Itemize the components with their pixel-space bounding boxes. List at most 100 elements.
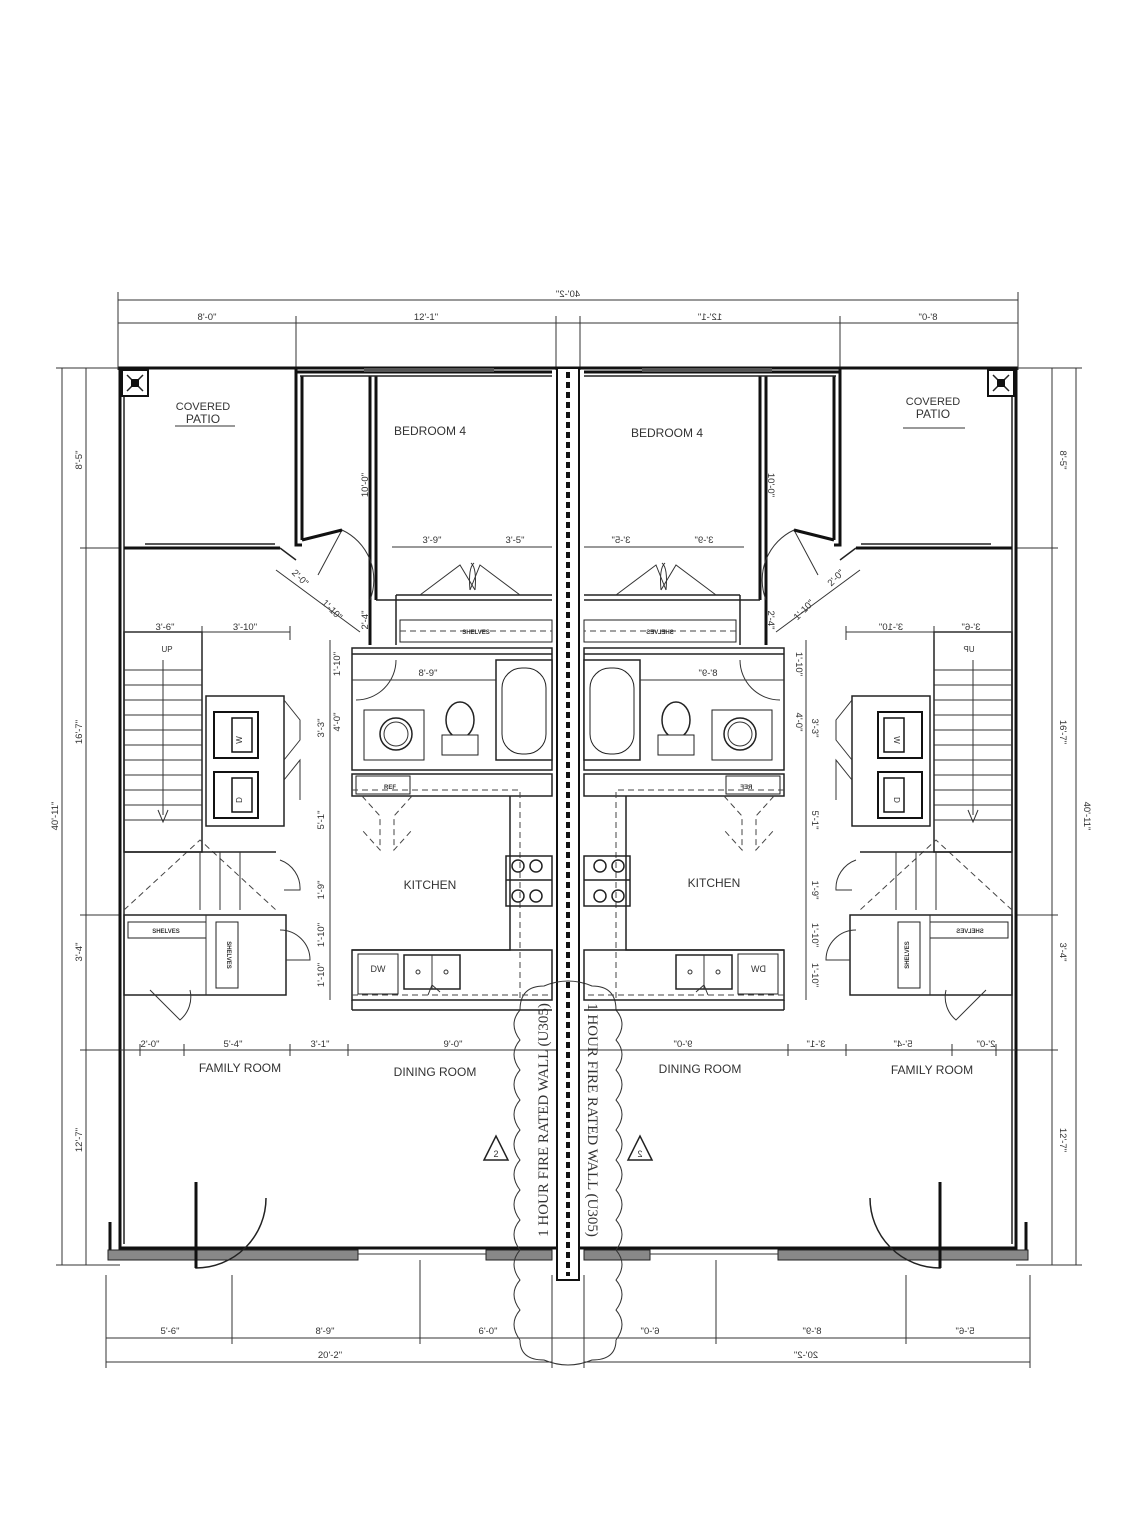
- kitchen-label-left: KITCHEN: [404, 878, 457, 892]
- shelves-label-bedroom-right: SHELVES: [646, 630, 674, 636]
- dim-small-1-right: 2'-0": [826, 568, 847, 589]
- fire-rated-wall: [513, 367, 623, 1366]
- dim-small-10-right: 1'-10": [809, 963, 820, 987]
- dim-mid-d-left: 9'-0": [444, 1039, 463, 1050]
- dim-small-2-right: 1'-10": [792, 598, 817, 623]
- dw-label-right: DW: [751, 964, 766, 974]
- dim-bottom-left-c: 6'-0": [479, 1326, 498, 1337]
- rev-tag-right: 2: [637, 1149, 642, 1159]
- dim-mid-a-left: 2'-0": [141, 1039, 160, 1050]
- dim-top-right-a: 12'-1": [698, 312, 722, 323]
- dim-bottom-right-b: 8'-9": [803, 1326, 822, 1337]
- right-unit: [580, 368, 1016, 1269]
- fire-wall-label-left: 1 HOUR FIRE RATED WALL (U305): [536, 1003, 552, 1237]
- dim-bottom-total-left: 20'-2": [318, 1350, 342, 1361]
- dim-small-5-right: 3'-3": [809, 719, 820, 738]
- dining-room-label-right: DINING ROOM: [659, 1062, 742, 1076]
- dim-closet-left-b: 3'-5": [506, 535, 525, 546]
- dim-small-9-right: 1'-10": [809, 923, 820, 947]
- dim-top-overall: 40'-2": [556, 289, 580, 300]
- dim-closet-right-a: 3'-5": [612, 535, 631, 546]
- dim-stair-a-right: 3'-6": [962, 622, 981, 633]
- stair-treads: [124, 660, 202, 824]
- bottom-dimension-lines: [105, 1260, 1031, 1368]
- family-room-label-right: FAMILY ROOM: [891, 1063, 973, 1077]
- dim-small-2-left: 1'-10": [319, 598, 344, 623]
- dim-bedroom-height-left: 10'-0": [360, 473, 371, 497]
- dim-closet-left-a: 3'-9": [423, 535, 442, 546]
- dim-small-8-right: 1'-9": [809, 881, 820, 900]
- dim-bedroom-height-right: 10'-0": [765, 473, 776, 497]
- dim-bottom-right-c: 5'-6": [956, 1326, 975, 1337]
- dim-side-seg-3: 3'-4": [74, 943, 85, 962]
- washer-label-right: W: [892, 736, 901, 744]
- dim-top-right-b: 8'-0": [919, 312, 938, 323]
- ref-label-left: REF: [384, 785, 396, 791]
- dim-stair-b-right: 3'-10": [879, 622, 903, 633]
- exterior-walls: [107, 366, 1029, 1261]
- washer-label-left: W: [235, 736, 244, 744]
- dim-small-3-left: 2'-4": [360, 611, 371, 630]
- dim-top-left-b: 12'-1": [414, 312, 438, 323]
- dim-side-seg-1: 8'-5": [74, 451, 85, 470]
- dim-mid-b-right: 5'-4": [894, 1039, 913, 1050]
- dim-small-5-left: 3'-3": [316, 719, 327, 738]
- up-label-right: UP: [963, 645, 974, 654]
- rev-tag-left: 2: [493, 1149, 498, 1159]
- side-dimension-lines: [56, 367, 1082, 1266]
- dryer-label-right: D: [892, 797, 901, 803]
- dim-top-left-a: 8'-0": [198, 312, 217, 323]
- dim-small-6-left: 4'-0": [332, 713, 343, 732]
- dim-bath-width-right: 8'-9": [699, 668, 718, 679]
- dim-side-seg-2: 16'-7": [74, 720, 85, 744]
- shelves-label-right-2: SHELVES: [905, 941, 911, 969]
- fire-wall-label-right: 1 HOUR FIRE RATED WALL (U305): [584, 1003, 600, 1237]
- dim-closet-right-b: 3'-9": [695, 535, 714, 546]
- dim-side-overall-left: 40'-11": [50, 802, 61, 831]
- covered-label-right: COVERED: [906, 396, 960, 408]
- dw-label-left: DW: [371, 964, 386, 974]
- kitchen-label-right: KITCHEN: [688, 876, 741, 890]
- dim-side-seg-2-r: 16'-7": [1057, 720, 1068, 744]
- dim-small-8-left: 1'-9": [316, 881, 327, 900]
- up-label-left: UP: [161, 645, 172, 654]
- dim-small-7-right: 5'-1": [809, 811, 820, 830]
- dim-small-4-left: 1'-10": [332, 652, 343, 676]
- dim-small-3-right: 2'-4": [765, 611, 776, 630]
- dim-side-overall-right: 40'-11": [1081, 802, 1092, 831]
- dim-mid-c-right: 3'-1": [807, 1039, 826, 1050]
- dim-mid-d-right: 9'-0": [674, 1039, 693, 1050]
- dim-small-6-right: 4'-0": [793, 713, 804, 732]
- dim-mid-b-left: 5'-4": [224, 1039, 243, 1050]
- covered-label-left: COVERED: [176, 401, 230, 413]
- shelves-label-bedroom-left: SHELVES: [462, 630, 490, 636]
- dim-bottom-left-b: 8'-9": [316, 1326, 335, 1337]
- bedroom-label-right: BEDROOM 4: [631, 426, 703, 440]
- dim-bottom-left-a: 5'-6": [161, 1326, 180, 1337]
- bedroom-label-left: BEDROOM 4: [394, 424, 466, 438]
- dim-small-4-right: 1'-10": [793, 652, 804, 676]
- shelves-label-left-2: SHELVES: [225, 941, 231, 969]
- dim-mid-c-left: 3'-1": [311, 1039, 330, 1050]
- shelves-label-right-1: SHELVES: [956, 929, 984, 935]
- dim-stair-b-left: 3'-10": [233, 622, 257, 633]
- dim-small-9-left: 1'-10": [316, 923, 327, 947]
- dryer-label-left: D: [235, 797, 244, 803]
- dim-side-seg-4: 12'-7": [74, 1128, 85, 1152]
- family-room-label-left: FAMILY ROOM: [199, 1061, 281, 1075]
- dim-side-seg-1-r: 8'-5": [1057, 451, 1068, 470]
- dim-small-1-left: 2'-0": [289, 568, 310, 589]
- dim-bottom-right-a: 6'-0": [641, 1326, 660, 1337]
- dim-side-seg-4-r: 12'-7": [1057, 1128, 1068, 1152]
- dim-bottom-total-right: 20'-2": [794, 1350, 818, 1361]
- dim-bath-width-left: 8'-9": [419, 668, 438, 679]
- dining-room-label-left: DINING ROOM: [394, 1065, 477, 1079]
- top-dimension-lines: [117, 292, 1019, 370]
- patio-label-left: PATIO: [186, 412, 220, 426]
- left-unit: [120, 368, 556, 1269]
- dim-mid-a-right: 2'-0": [977, 1039, 996, 1050]
- dim-small-7-left: 5'-1": [316, 811, 327, 830]
- dim-small-10-left: 1'-10": [316, 963, 327, 987]
- range-left: [506, 859, 552, 903]
